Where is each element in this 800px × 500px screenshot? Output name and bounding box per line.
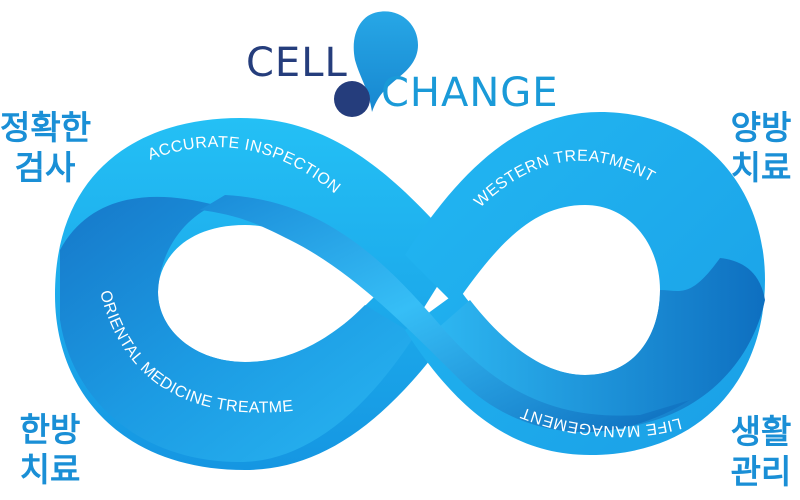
corner-label-line: 정확한 [0, 108, 92, 147]
left-loop-inner-face [60, 196, 415, 462]
corner-label-line: 검사 [14, 148, 76, 187]
corner-label-western-treatment: 양방 치료 [722, 108, 800, 188]
corner-label-line: 관리 [730, 452, 792, 491]
logo-droplet-icon [353, 11, 418, 112]
corner-label-line: 생활 [730, 412, 792, 451]
corner-label-accurate-inspection: 정확한 검사 [0, 108, 92, 188]
corner-label-line: 치료 [19, 450, 81, 489]
logo-word-cell: CELL [246, 40, 348, 86]
corner-label-line: 한방 [19, 410, 81, 449]
corner-label-line: 양방 [730, 108, 792, 147]
right-loop-lower-face [430, 258, 765, 430]
logo-word-change: CHANGE [381, 70, 559, 116]
corner-label-life-management: 생활 관리 [722, 412, 800, 492]
crossing-ribbon [200, 195, 690, 433]
corner-label-oriental-treatment: 한방 치료 [8, 410, 92, 490]
logo-dot-icon [334, 81, 370, 117]
corner-label-line: 치료 [730, 148, 792, 187]
